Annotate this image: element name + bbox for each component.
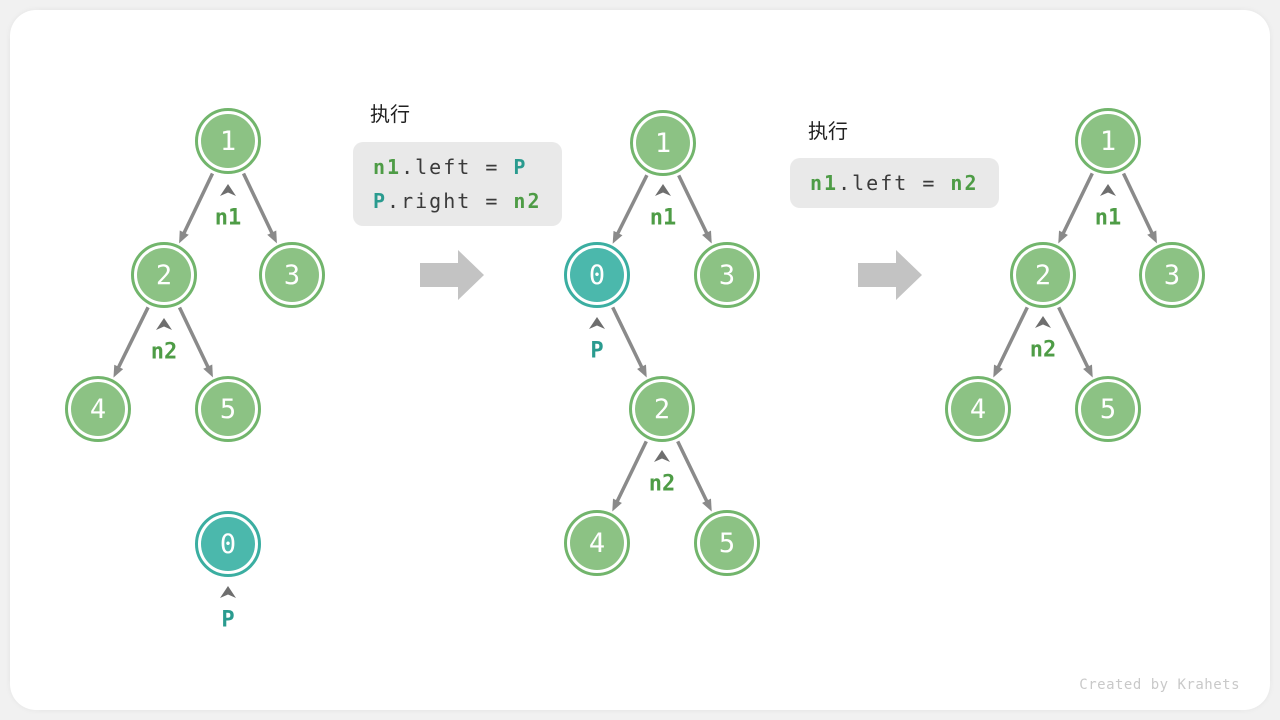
- tree-edge-1-3: [241, 172, 277, 244]
- tree-edge-0-2: [611, 306, 647, 378]
- tree-edge-1-3: [1121, 172, 1157, 244]
- tree-edge-2-4: [113, 306, 150, 378]
- tree-edge-2-5: [1057, 306, 1093, 378]
- tree-edge-2-5: [177, 306, 213, 378]
- tree-edge-1-2: [179, 172, 215, 244]
- tree-edge-2-4: [612, 440, 648, 512]
- watermark: Created by Krahets: [1079, 677, 1240, 693]
- tree-edge-2-5: [676, 440, 712, 512]
- tree-edge-1-2: [1058, 172, 1094, 244]
- tree-edge-1-3: [677, 174, 712, 244]
- tree-edge-1-0: [612, 174, 649, 244]
- tree-edge-2-4: [993, 306, 1029, 378]
